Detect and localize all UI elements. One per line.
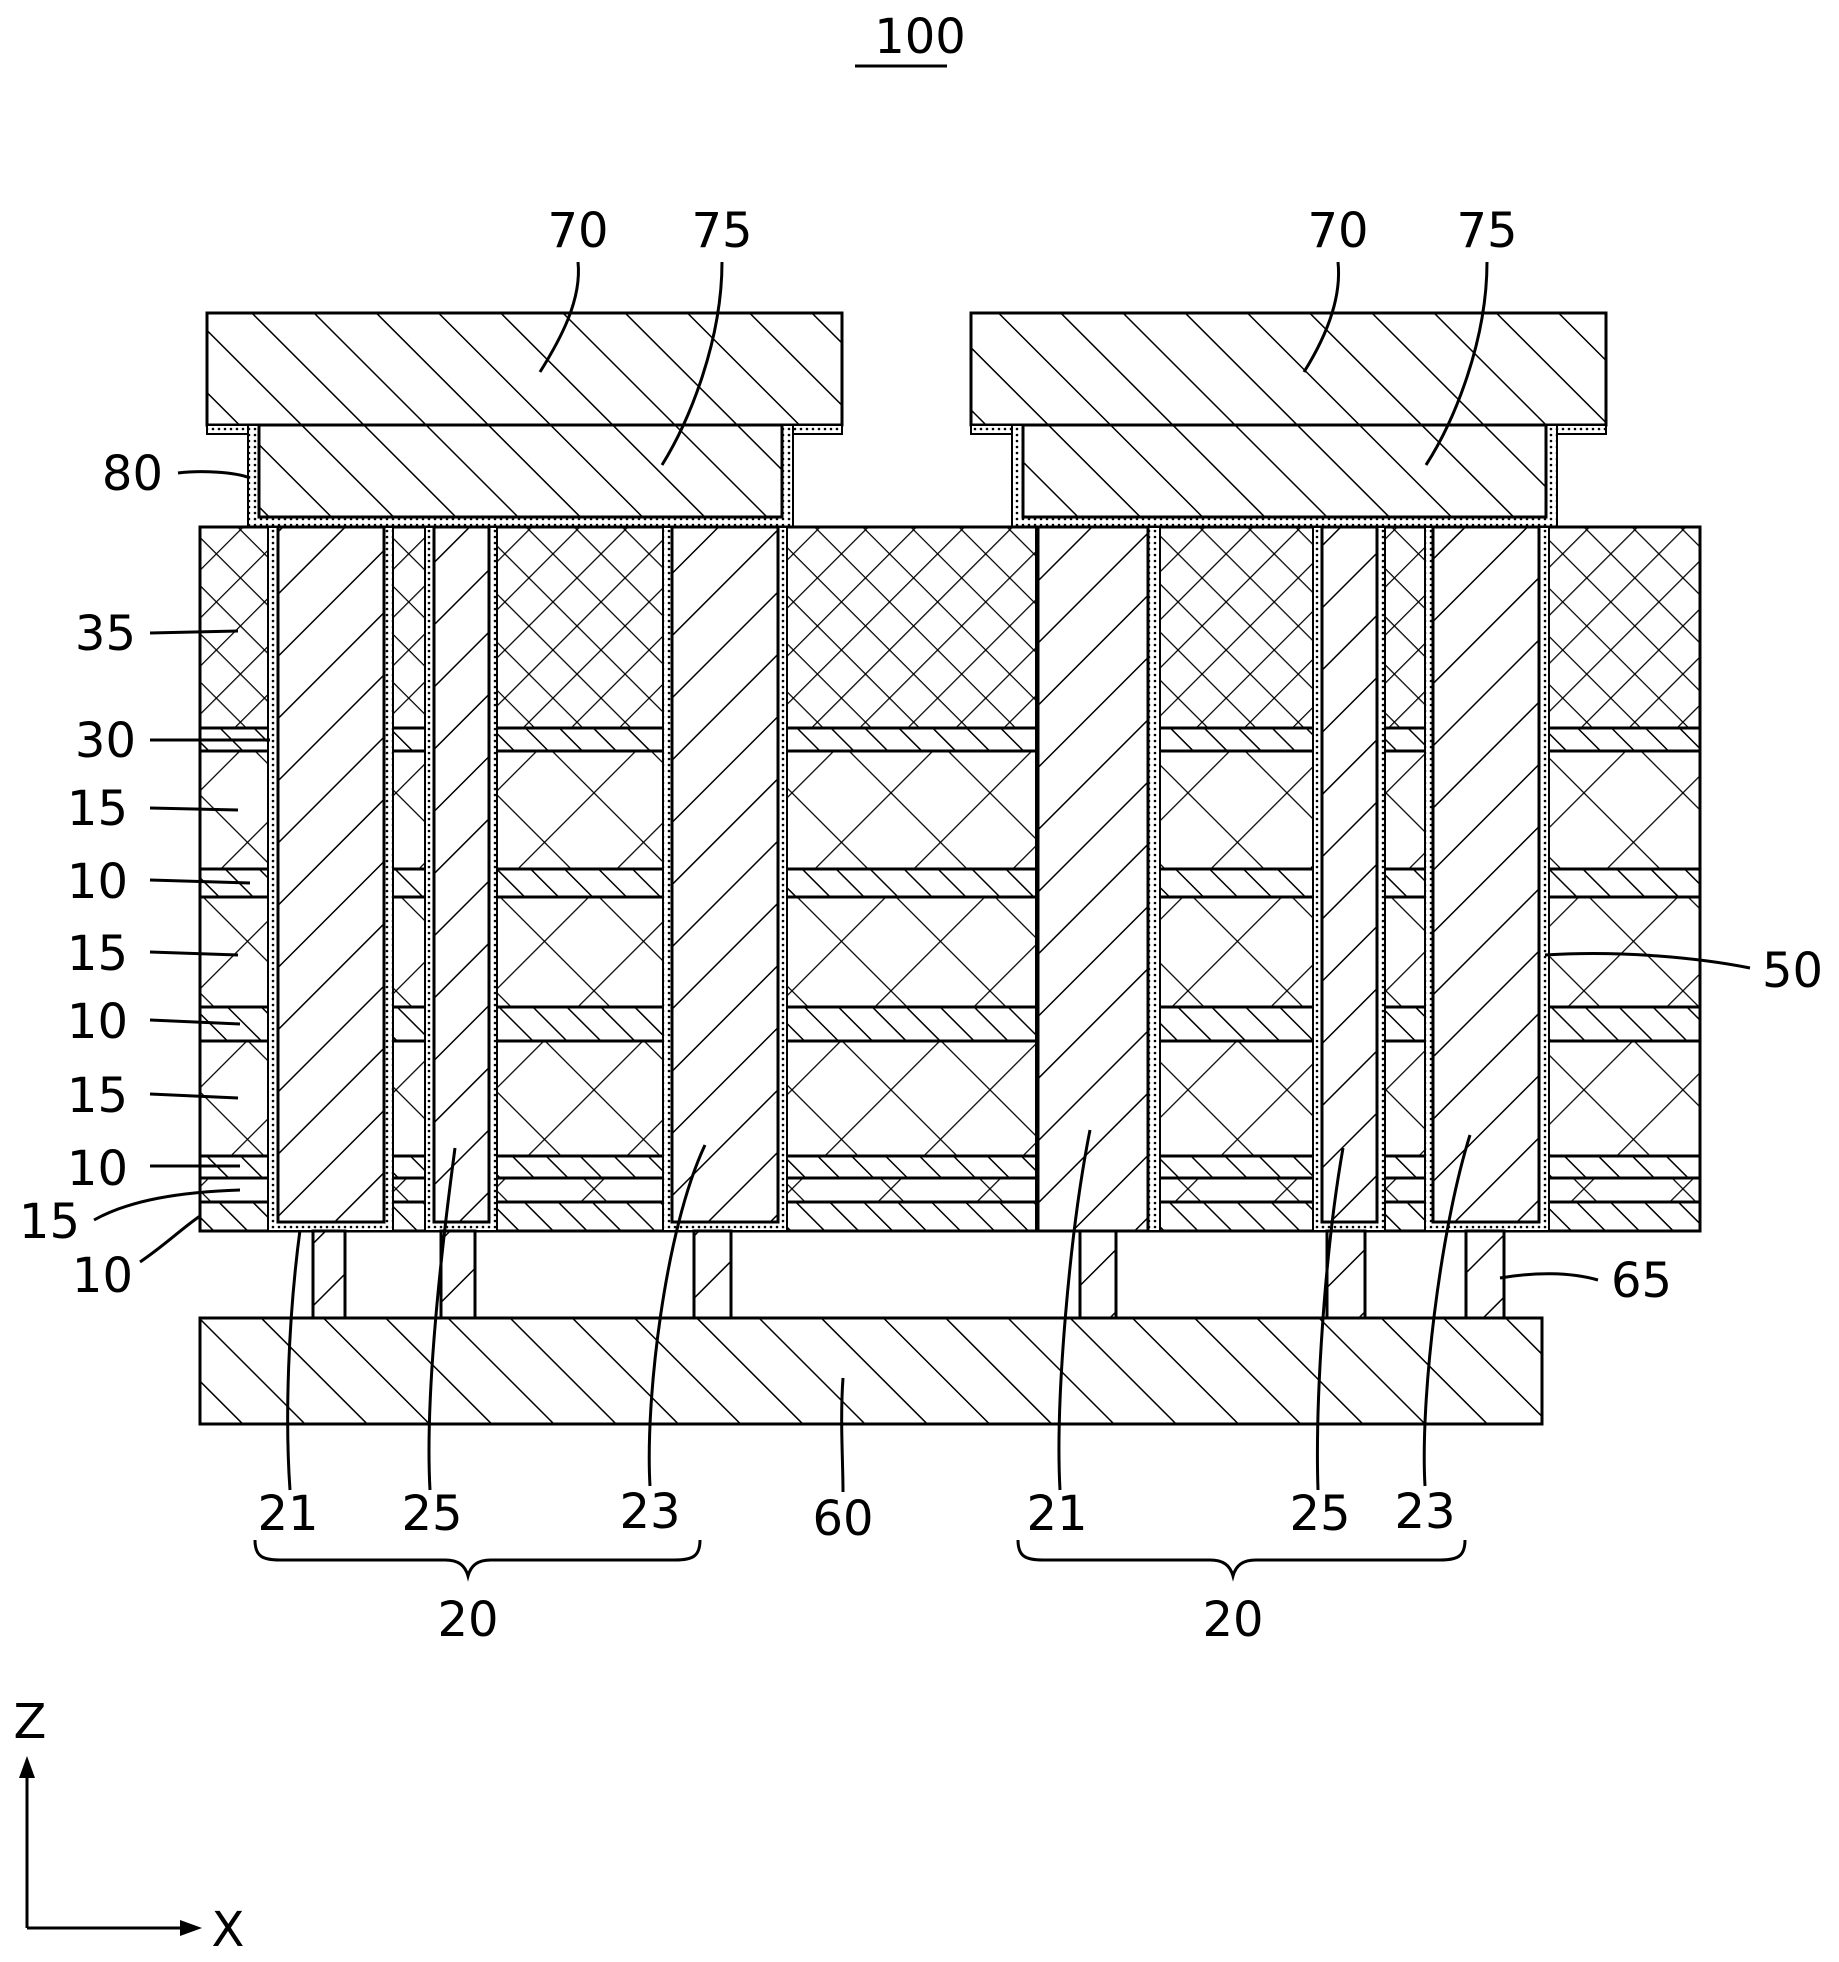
leader-25-left (427, 1147, 457, 1491)
bump-65-2 (439, 1229, 477, 1320)
label-80: 80 (102, 446, 163, 502)
label-23-left: 23 (619, 1484, 680, 1540)
pillar-25-left (432, 525, 491, 1224)
leader-15-b (149, 950, 239, 957)
label-15-a: 15 (67, 781, 128, 837)
leader-21-right (1057, 1129, 1092, 1491)
leader-75-right (1424, 261, 1489, 466)
leader-15-a (149, 806, 239, 812)
cover-plate-70-right (969, 311, 1608, 427)
leader-23-left (647, 1144, 707, 1487)
label-10-d: 10 (72, 1248, 133, 1304)
leader-25-right (1315, 1147, 1345, 1491)
label-21-right: 21 (1026, 1486, 1087, 1542)
brace-20-right (1016, 1539, 1467, 1582)
label-21-left: 21 (257, 1486, 318, 1542)
label-10-b: 10 (67, 994, 128, 1050)
pillar-23-left (670, 525, 780, 1224)
figure-title: 100 (874, 9, 966, 65)
axis-x-label: X (212, 1902, 245, 1958)
bump-65-3 (692, 1229, 733, 1320)
leader-80 (177, 470, 251, 480)
label-35: 35 (75, 606, 136, 662)
leader-60 (840, 1377, 845, 1493)
leader-23-right (1422, 1134, 1472, 1487)
bump-65-1 (311, 1229, 347, 1320)
label-65: 65 (1611, 1253, 1672, 1309)
brace-20-left (253, 1539, 702, 1582)
label-50: 50 (1762, 943, 1823, 999)
leader-35 (149, 629, 239, 635)
leader-10-a (149, 878, 251, 885)
label-15-c: 15 (67, 1068, 128, 1124)
pillar-21-left (276, 525, 386, 1224)
label-75-right: 75 (1456, 203, 1517, 259)
label-25-left: 25 (401, 1486, 462, 1542)
leader-75-left (660, 261, 724, 466)
axis-x-arrow-icon (180, 1920, 202, 1936)
bump-65-5 (1325, 1229, 1367, 1320)
label-10-a: 10 (67, 854, 128, 910)
label-15-b: 15 (67, 926, 128, 982)
label-75-left: 75 (691, 203, 752, 259)
label-30: 30 (75, 713, 136, 769)
leader-70-right (1302, 261, 1341, 373)
pillar-23-right (1431, 525, 1541, 1224)
bump-65-4 (1078, 1229, 1118, 1320)
leader-15-c (149, 1092, 239, 1100)
label-60: 60 (812, 1491, 873, 1547)
axis-z-label: Z (14, 1694, 47, 1750)
label-20-left: 20 (437, 1592, 498, 1648)
pillar-25-right (1320, 525, 1379, 1224)
label-23-right: 23 (1394, 1484, 1455, 1540)
cover-plate-70-left (205, 311, 844, 427)
leader-15-d (93, 1188, 241, 1222)
leader-21-left (286, 1229, 302, 1491)
leader-10-b (149, 1018, 241, 1026)
leader-10-d (139, 1214, 201, 1264)
label-10-c: 10 (67, 1141, 128, 1197)
label-70-left: 70 (547, 203, 608, 259)
label-20-right: 20 (1202, 1592, 1263, 1648)
block-75-right (1021, 423, 1548, 519)
axis-z-arrow-icon (19, 1756, 35, 1778)
leader-70-left (538, 261, 580, 373)
substrate-60 (198, 1316, 1544, 1426)
label-25-right: 25 (1289, 1486, 1350, 1542)
label-15-d: 15 (19, 1194, 80, 1250)
pillar-21-right (1036, 525, 1150, 1233)
label-70-right: 70 (1307, 203, 1368, 259)
leader-50 (1544, 951, 1751, 970)
bump-65-6 (1464, 1229, 1506, 1320)
leader-65 (1499, 1272, 1599, 1282)
block-75-left (257, 423, 784, 519)
